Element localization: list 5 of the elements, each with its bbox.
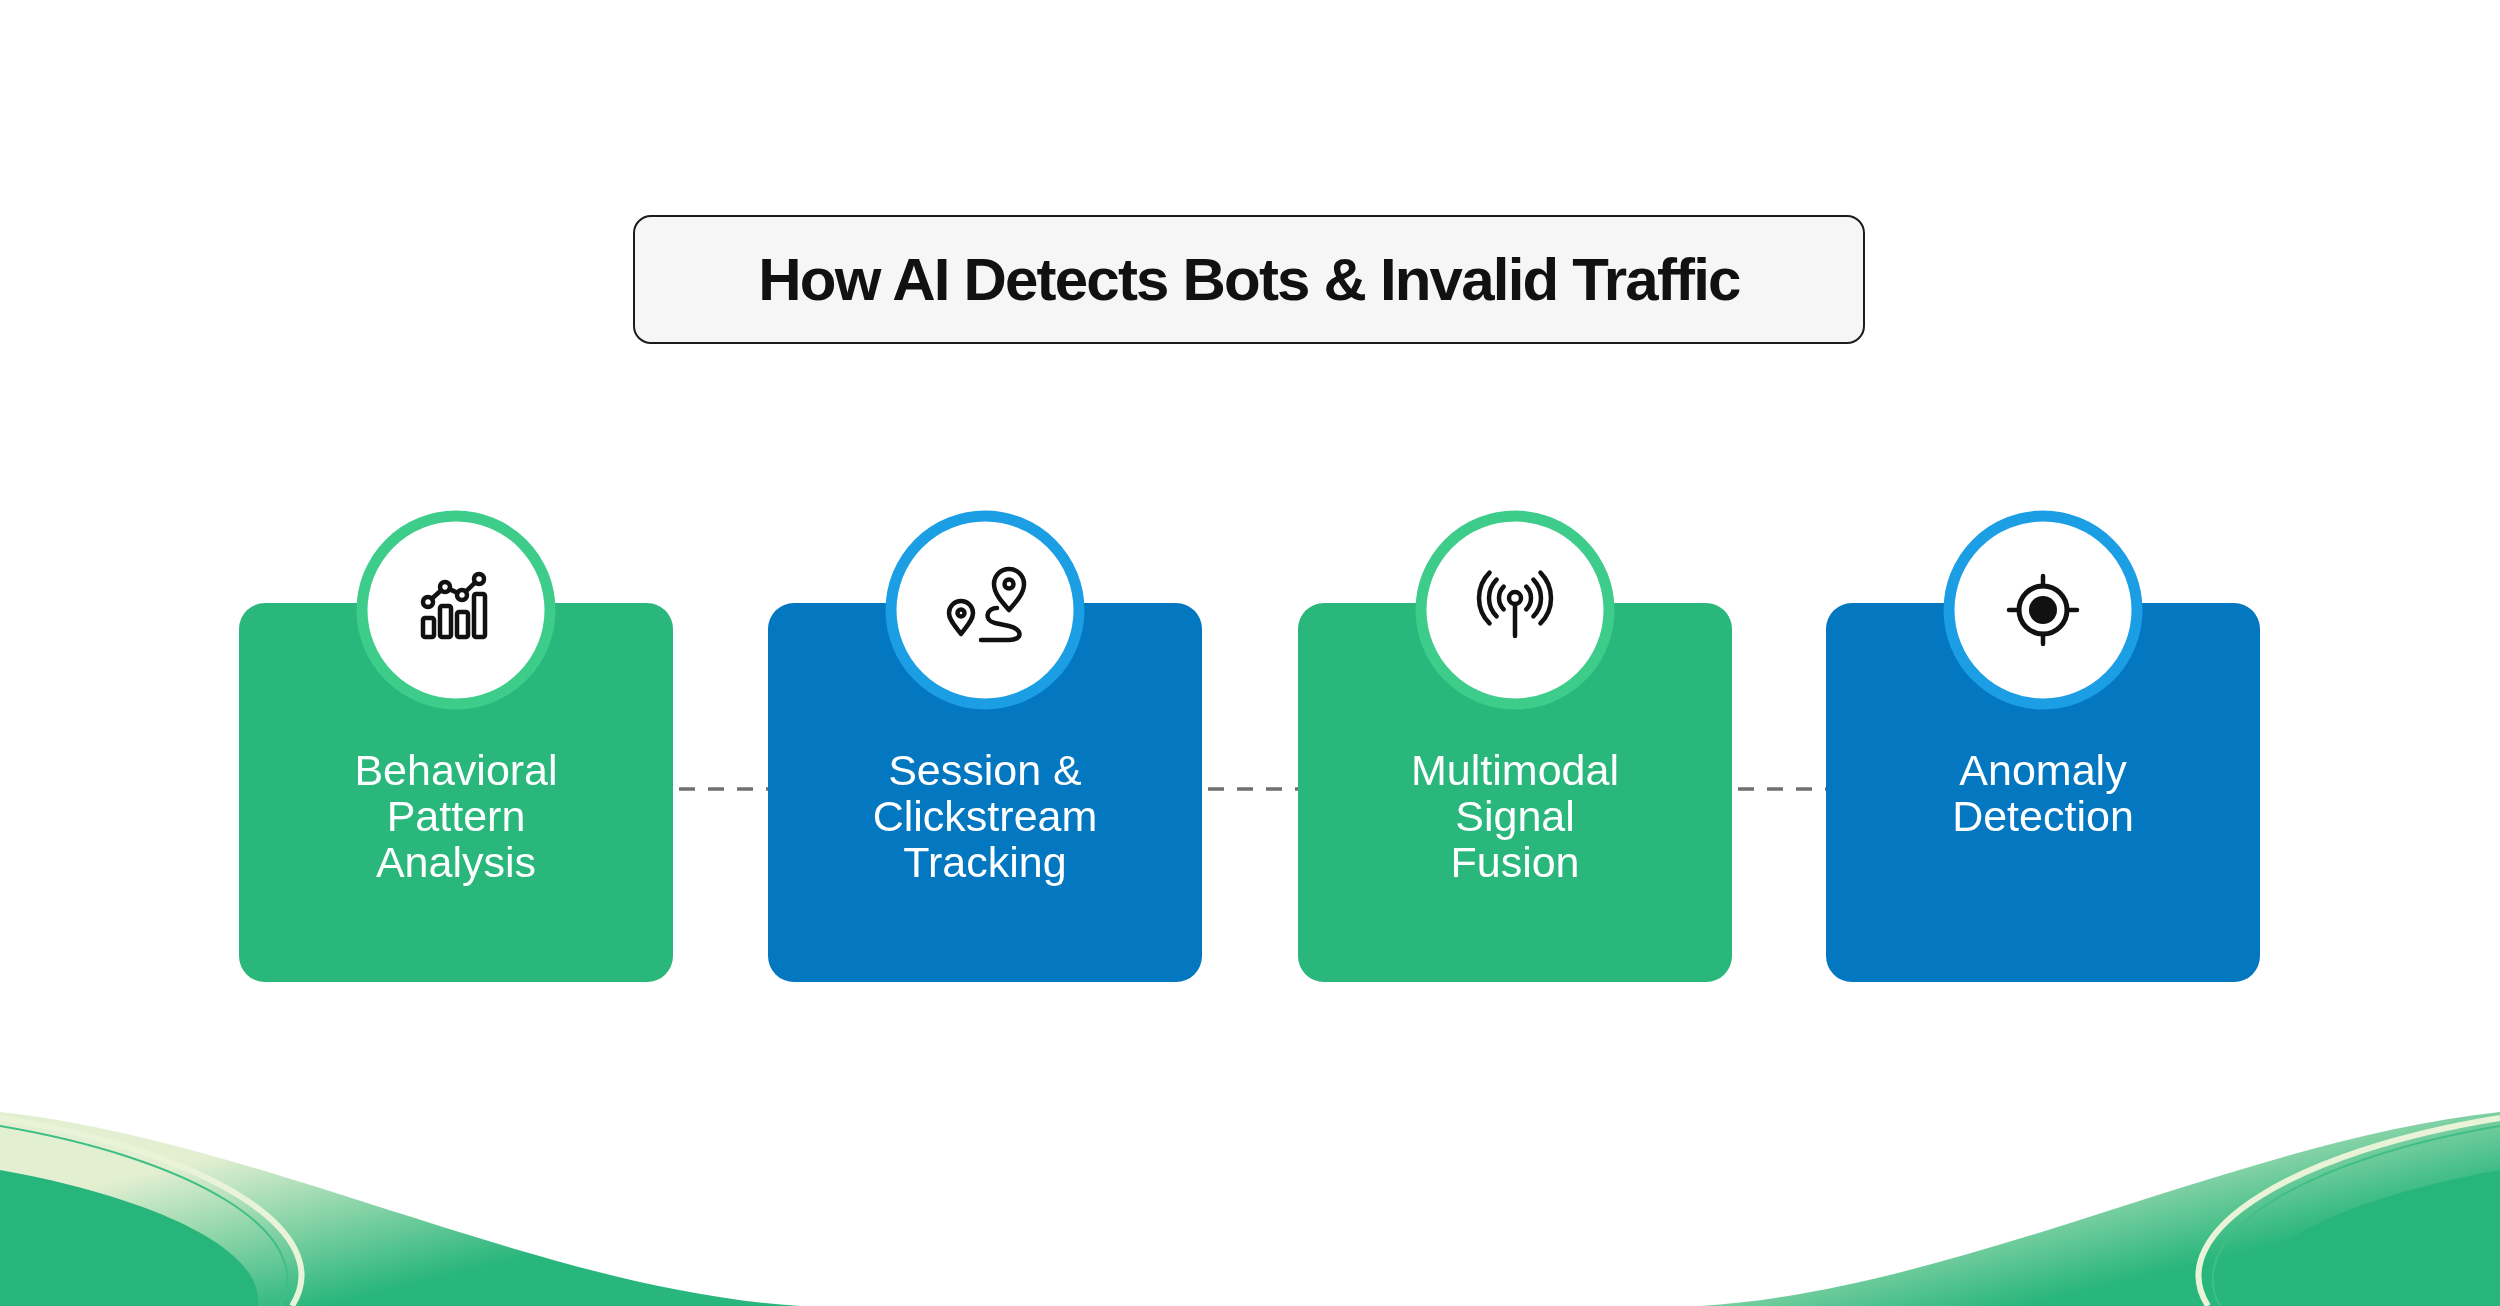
step-label: Behavioral Pattern Analysis: [353, 747, 559, 885]
step-label: Multimodal Signal Fusion: [1410, 747, 1620, 885]
step-label: Anomaly Detection: [1951, 747, 2135, 839]
title-banner: How AI Detects Bots & Invalid Traffic: [633, 215, 1865, 344]
step-label: Session & Clickstream Tracking: [871, 747, 1099, 885]
